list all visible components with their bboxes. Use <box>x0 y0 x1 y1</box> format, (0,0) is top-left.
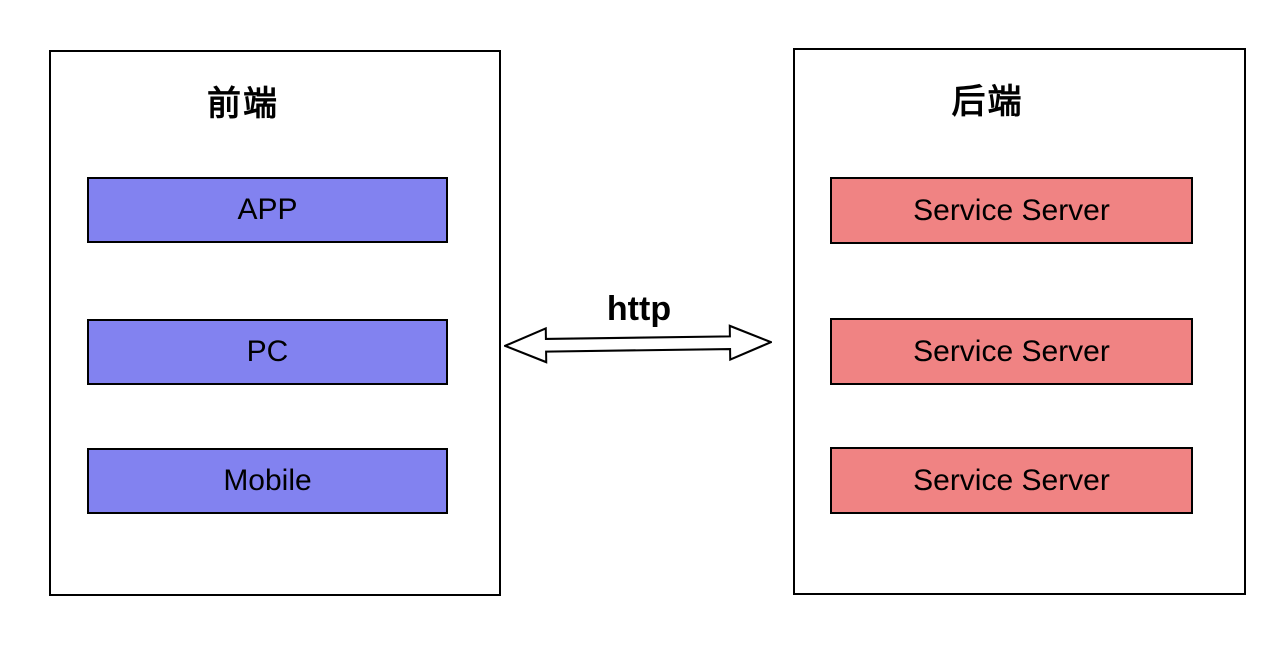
double-arrow-shape <box>503 324 773 364</box>
node-pc: PC <box>87 319 448 385</box>
node-service-server-3: Service Server <box>830 447 1193 514</box>
node-app: APP <box>87 177 448 243</box>
frontend-panel-title: 前端 <box>207 85 279 123</box>
node-mobile: Mobile <box>87 448 448 514</box>
node-service-server-2: Service Server <box>830 318 1193 385</box>
node-service-server-1: Service Server <box>830 177 1193 244</box>
backend-panel: 后端 Service Server Service Server Service… <box>793 48 1246 595</box>
backend-panel-title: 后端 <box>951 83 1024 121</box>
frontend-panel: 前端 APP PC Mobile <box>49 50 501 596</box>
http-label: http <box>606 290 672 328</box>
double-arrow-icon <box>503 324 773 364</box>
